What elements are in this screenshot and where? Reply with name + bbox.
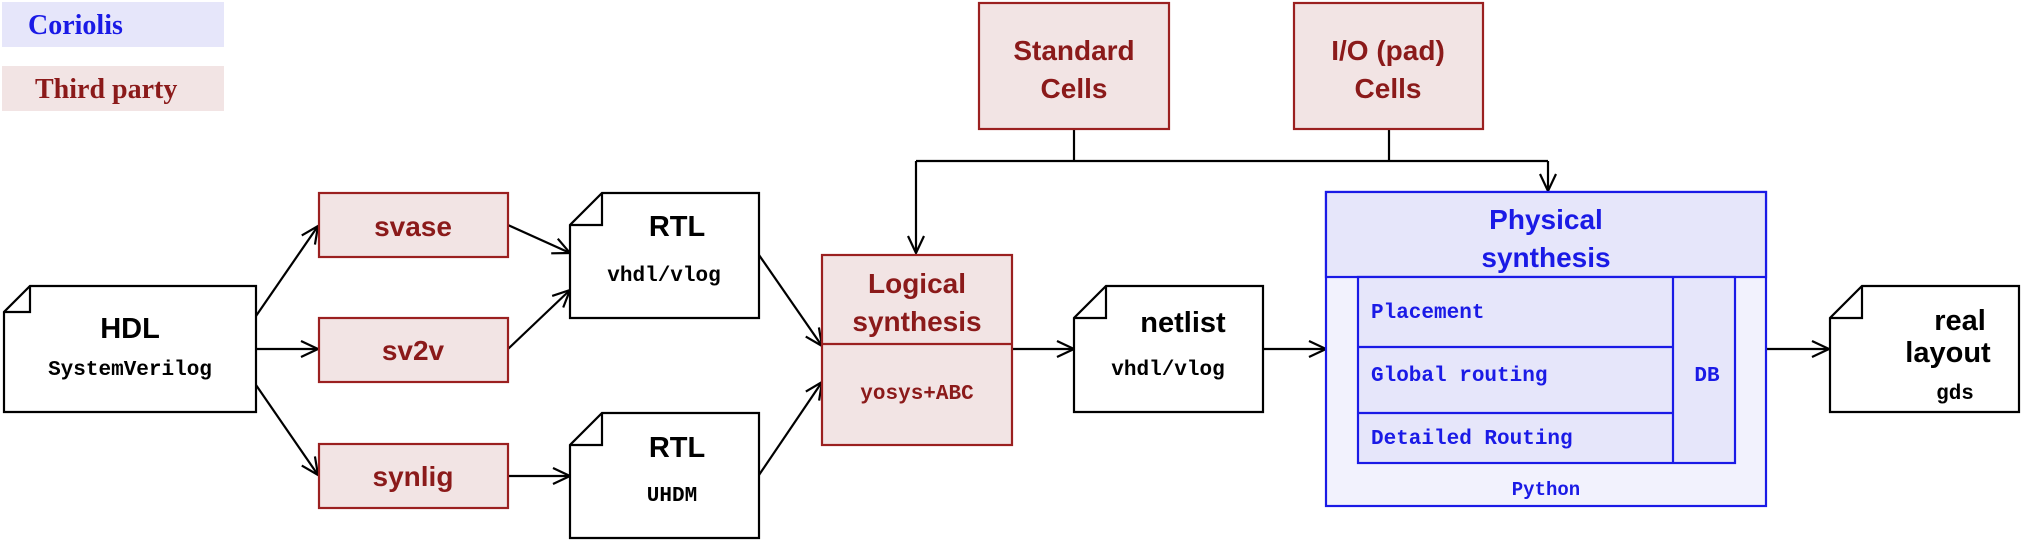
logical-synthesis-tool: yosys+ABC (860, 383, 974, 406)
node-rtl-vhdl: RTL vhdl/vlog (568, 191, 761, 320)
standard-cells-line2: Cells (1041, 73, 1108, 104)
sv2v-box (317, 316, 510, 384)
connectors (255, 129, 1829, 476)
logical-synthesis-line2: synthesis (852, 306, 981, 337)
rtl-vhdl-subtitle: vhdl/vlog (607, 265, 720, 288)
standard-cells-box (977, 1, 1171, 131)
real-layout-line1: real (1934, 305, 1986, 337)
svase-label: svase (374, 211, 452, 242)
arrow-sv2v-to-rtl (507, 290, 570, 350)
node-netlist: netlist vhdl/vlog (1072, 284, 1265, 414)
netlist-document-shape (1072, 284, 1265, 414)
physical-db-label: DB (1694, 365, 1720, 388)
arrow-rtl-to-logical (758, 254, 822, 346)
node-io-cells: I/O (pad) Cells (1292, 1, 1485, 131)
rtl-vhdl-title: RTL (649, 211, 705, 243)
hdl-document-shape (2, 284, 258, 414)
netlist-title: netlist (1140, 307, 1226, 339)
rtl-uhdm-fold-corner (570, 413, 604, 447)
node-hdl: HDL SystemVerilog (2, 284, 258, 414)
real-layout-fold-corner (1830, 286, 1864, 320)
legend-third-party-swatch (2, 66, 224, 111)
physical-synthesis-line2: synthesis (1481, 242, 1610, 273)
arrow-rtl-uhdm-to-logical (758, 382, 822, 476)
real-layout-line2: layout (1905, 337, 1991, 369)
physical-step-global-routing: Global routing (1371, 365, 1547, 388)
physical-synthesis-line1: Physical (1489, 204, 1603, 235)
netlist-subtitle: vhdl/vlog (1111, 359, 1224, 382)
node-svase: svase (317, 191, 510, 259)
node-rtl-uhdm: RTL UHDM (568, 411, 761, 540)
real-layout-subtitle: gds (1936, 383, 1974, 406)
node-logical-synthesis: Logical synthesis yosys+ABC (820, 253, 1014, 447)
node-sv2v: sv2v (317, 316, 510, 384)
rtl-uhdm-document-shape (568, 411, 761, 540)
io-cells-line1: I/O (pad) (1331, 35, 1445, 66)
node-real-layout: real layout gds (1828, 284, 2021, 414)
logical-synthesis-box (820, 253, 1014, 447)
legend-coriolis-swatch (2, 2, 224, 47)
rtl-vhdl-fold-corner (570, 193, 604, 227)
real-layout-document-shape (1828, 284, 2021, 414)
hdl-subtitle: SystemVerilog (48, 359, 212, 382)
node-physical-synthesis: Physical synthesis Placement Global rout… (1324, 190, 1768, 508)
legend-coriolis-label: Coriolis (28, 10, 123, 41)
io-cells-box (1292, 1, 1485, 131)
node-standard-cells: Standard Cells (977, 1, 1171, 131)
logical-synthesis-line1: Logical (868, 268, 966, 299)
standard-cells-line1: Standard (1013, 35, 1134, 66)
arrow-hdl-to-synlig (255, 384, 318, 475)
io-cells-line2: Cells (1355, 73, 1422, 104)
arrow-svase-to-rtl (507, 223, 570, 253)
node-synlig: synlig (317, 442, 510, 510)
svase-box (317, 191, 510, 259)
synlig-label: synlig (373, 461, 454, 492)
physical-step-placement: Placement (1371, 302, 1484, 325)
physical-footer: Python (1512, 479, 1580, 501)
physical-step-detailed-routing: Detailed Routing (1371, 428, 1573, 451)
rtl-uhdm-subtitle: UHDM (647, 485, 697, 508)
legend-third-party-label: Third party (35, 74, 177, 105)
physical-synthesis-header (1324, 190, 1768, 279)
rtl-vhdl-document-shape (568, 191, 761, 320)
hdl-fold-corner (4, 286, 32, 314)
rtl-uhdm-title: RTL (649, 432, 705, 464)
hdl-title: HDL (100, 313, 160, 345)
netlist-fold-corner (1074, 286, 1108, 320)
sv2v-label: sv2v (382, 335, 445, 366)
synlig-box (317, 442, 510, 510)
legend: Coriolis Third party (2, 2, 224, 111)
arrow-hdl-to-svase (255, 226, 318, 317)
